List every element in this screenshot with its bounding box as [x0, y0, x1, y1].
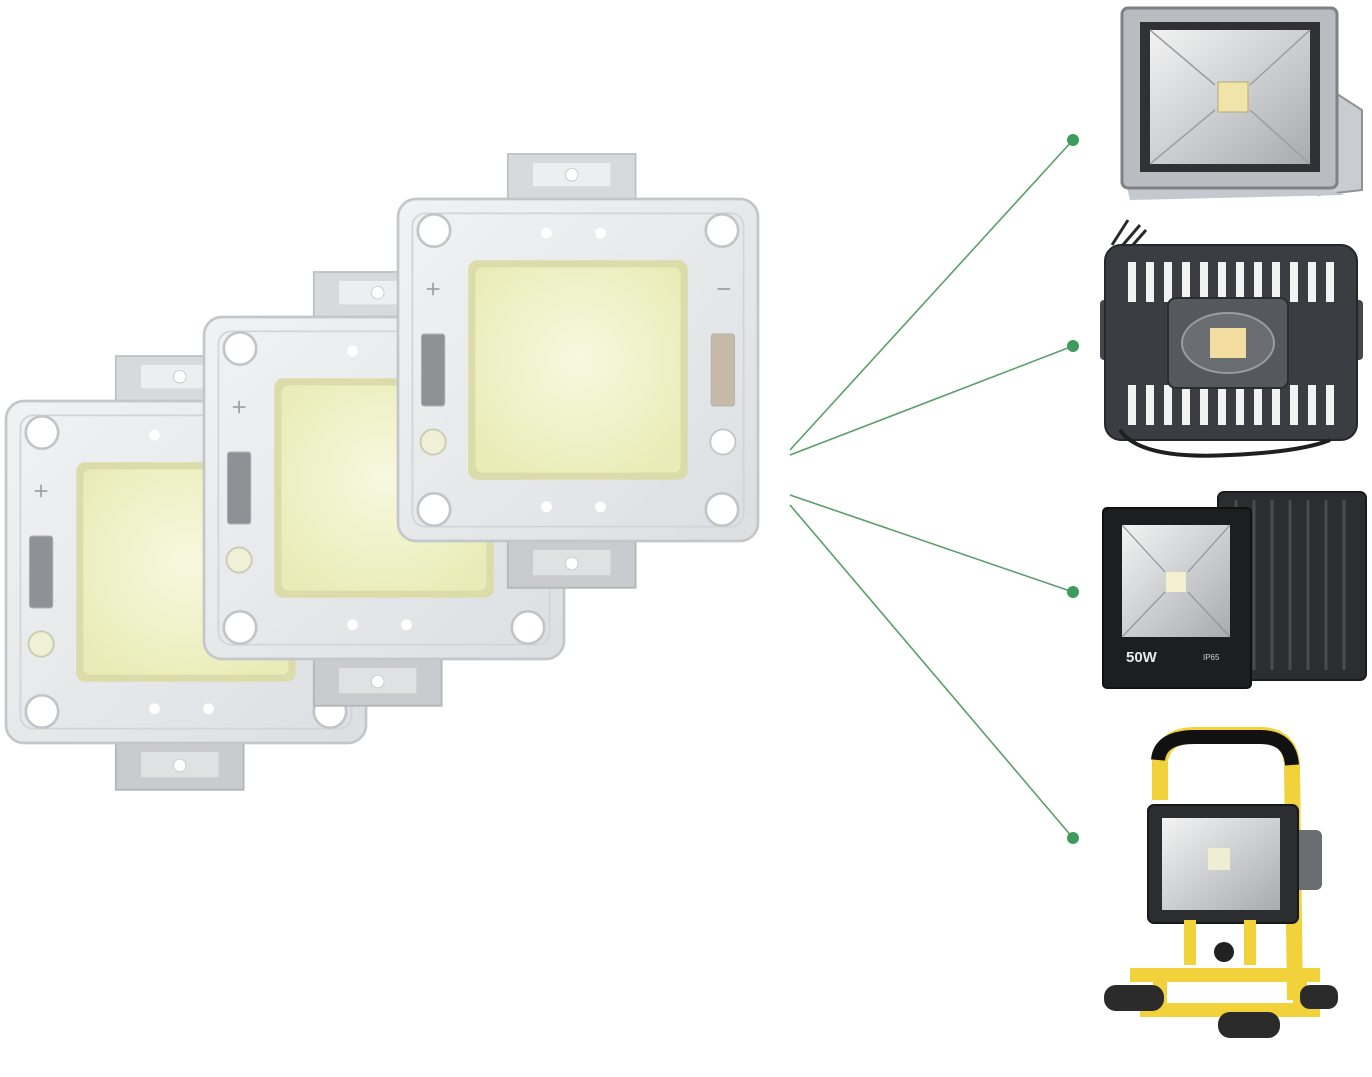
rating-label: IP65 — [1203, 653, 1220, 662]
connector-dot — [1067, 586, 1079, 598]
connector-lines — [789, 139, 1074, 839]
connector-dot — [1067, 340, 1079, 352]
cob-led-chip — [396, 152, 760, 590]
connector-dot — [1067, 832, 1079, 844]
wattage-label: 50W — [1126, 649, 1158, 666]
heatsink-floodlight-icon — [1100, 219, 1363, 458]
connector-dots — [1067, 134, 1079, 844]
connector-dot — [1067, 134, 1079, 146]
black-floodlight-icon: 50W IP65 — [1102, 491, 1367, 689]
portable-work-light-icon — [1104, 727, 1338, 1038]
gray-floodlight-icon — [1120, 6, 1363, 200]
